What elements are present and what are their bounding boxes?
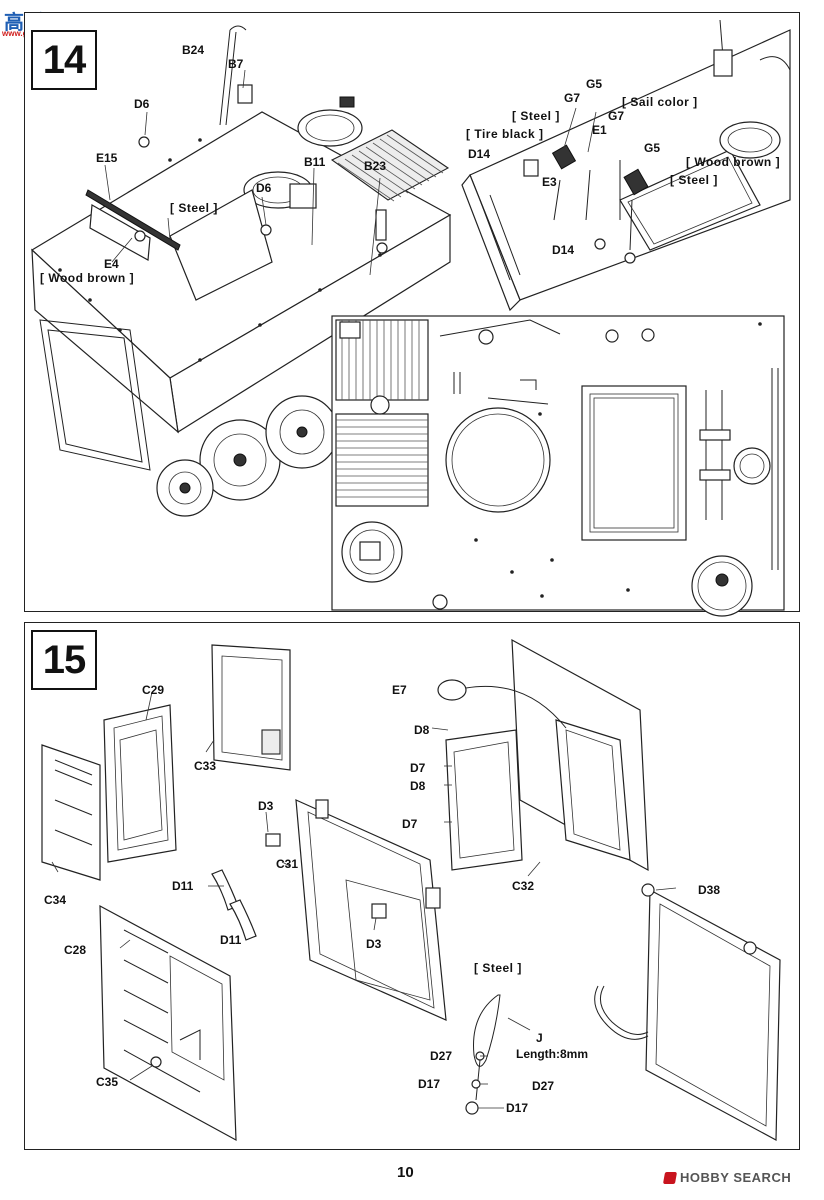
part-label-d27-a: D27 xyxy=(430,1049,453,1063)
note-sail-color: [ Sail color ] xyxy=(622,95,698,109)
part-label-d17-b: D17 xyxy=(506,1101,529,1115)
part-label-c28: C28 xyxy=(64,943,87,957)
note-steel-3: [ Steel ] xyxy=(670,173,718,187)
part-label-e4: E4 xyxy=(104,257,119,271)
part-label-d6-a: D6 xyxy=(134,97,150,111)
step-15-number: 15 xyxy=(31,630,97,690)
part-label-d11-b: D11 xyxy=(220,933,242,947)
note-steel-4: [ Steel ] xyxy=(474,961,522,975)
part-label-d3-b: D3 xyxy=(366,937,382,951)
part-label-e3: E3 xyxy=(542,175,557,189)
step-14-number: 14 xyxy=(31,30,97,90)
part-label-d7-a: D7 xyxy=(410,761,426,775)
part-label-d6-b: D6 xyxy=(256,181,272,195)
part-label-g7-a: G7 xyxy=(564,91,581,105)
watermark-text: HOBBY SEARCH xyxy=(680,1170,792,1185)
part-label-c34: C34 xyxy=(44,893,67,907)
part-label-c32: C32 xyxy=(512,879,535,893)
watermark-logo-icon xyxy=(662,1171,678,1184)
part-label-d14-b: D14 xyxy=(552,243,575,257)
door-parts xyxy=(41,638,781,1142)
note-wood-brown-1: [ Wood brown ] xyxy=(40,271,135,285)
part-label-d14-a: D14 xyxy=(468,147,491,161)
part-label-d11-a: D11 xyxy=(172,879,194,893)
part-label-c29: C29 xyxy=(142,683,165,697)
part-label-j: J xyxy=(536,1031,543,1045)
part-label-g5-b: G5 xyxy=(644,141,661,155)
note-length: Length:8mm xyxy=(516,1047,588,1061)
hull-left-view xyxy=(31,25,452,517)
part-label-e15: E15 xyxy=(96,151,118,165)
note-wood-brown-2: [ Wood brown ] xyxy=(686,155,781,169)
part-label-d7-b: D7 xyxy=(402,817,418,831)
part-label-c35: C35 xyxy=(96,1075,119,1089)
part-label-d17-a: D17 xyxy=(418,1077,441,1091)
part-label-d38: D38 xyxy=(698,883,721,897)
part-label-g5-a: G5 xyxy=(586,77,603,91)
part-label-c33: C33 xyxy=(194,759,217,773)
part-label-e1: E1 xyxy=(592,123,607,137)
hull-plan-view xyxy=(331,315,785,617)
part-label-d8-a: D8 xyxy=(414,723,430,737)
part-label-g7-b: G7 xyxy=(608,109,625,123)
part-label-b7: B7 xyxy=(228,57,244,71)
note-tire-black: [ Tire black ] xyxy=(466,127,544,141)
part-label-e7: E7 xyxy=(392,683,407,697)
part-label-d8-b: D8 xyxy=(410,779,426,793)
part-label-d27-b: D27 xyxy=(532,1079,555,1093)
part-label-b11: B11 xyxy=(304,155,326,169)
hull-rear-detail xyxy=(461,19,791,312)
part-label-c31: C31 xyxy=(276,857,299,871)
part-label-b23: B23 xyxy=(364,159,387,173)
part-label-b24: B24 xyxy=(182,43,205,57)
page-number: 10 xyxy=(397,1164,414,1181)
part-label-d3-a: D3 xyxy=(258,799,274,813)
note-steel-1: [ Steel ] xyxy=(170,201,218,215)
note-steel-2: [ Steel ] xyxy=(512,109,560,123)
watermark: HOBBY SEARCH xyxy=(662,1170,792,1185)
